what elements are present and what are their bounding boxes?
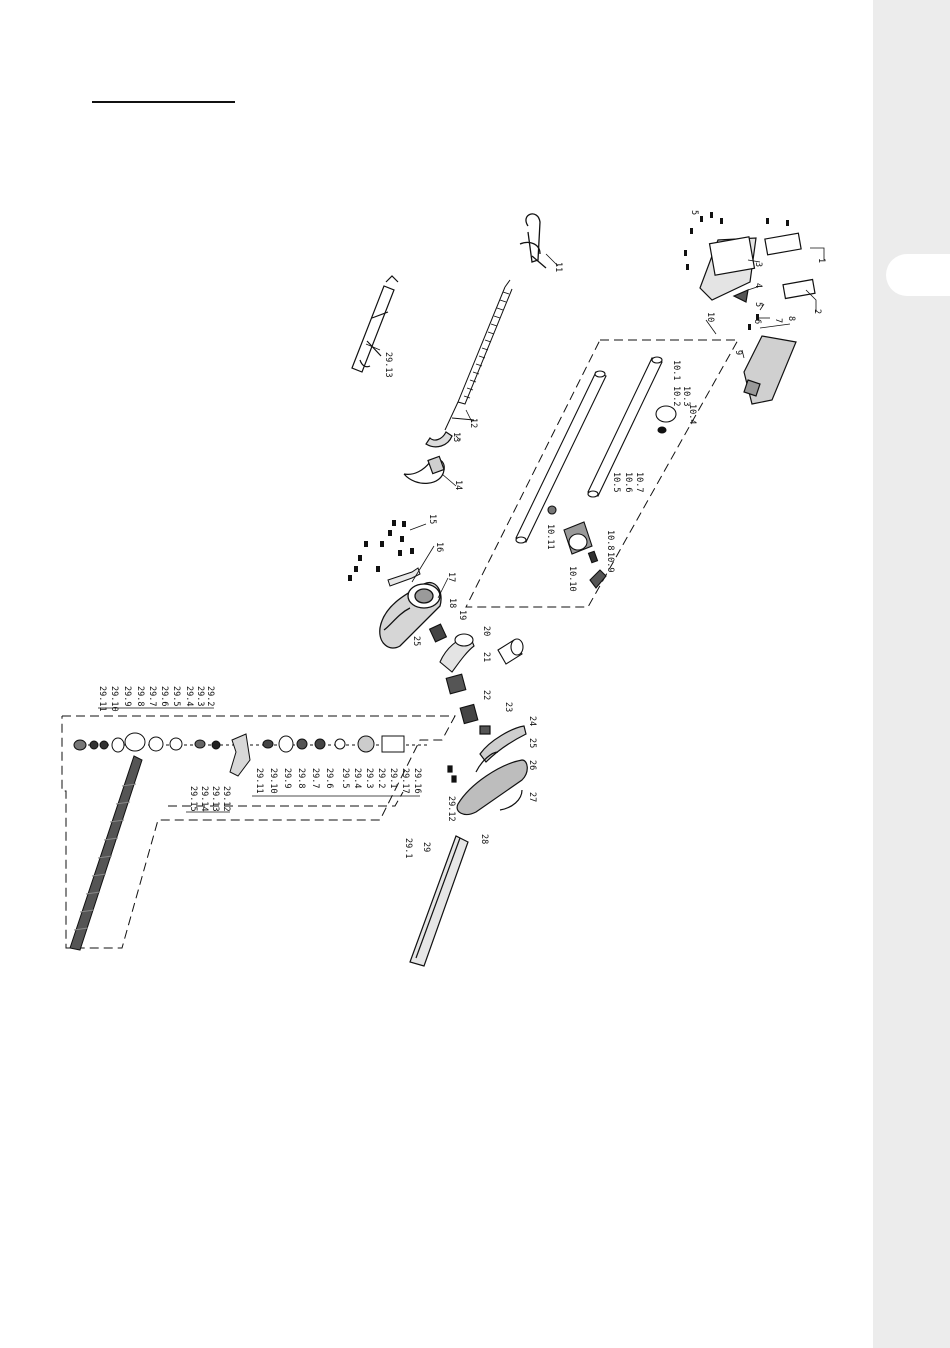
clip-parts (403, 431, 453, 484)
label-23: 23 (503, 702, 513, 712)
label-20: 20 (481, 626, 491, 636)
main-handle-part (699, 232, 816, 405)
coil-windings (463, 291, 510, 399)
label-10-7: 10.7 (634, 472, 644, 492)
label-19: 19 (457, 610, 467, 620)
label-29-4: 29.2 (376, 768, 386, 788)
label-9: 9 (733, 350, 743, 355)
label-18: 18 (447, 598, 457, 608)
label-29-11-top: 29.11 (97, 686, 107, 712)
label-8: 8 (786, 316, 796, 321)
label-29-16: 29.14 (199, 786, 209, 812)
label-4: 4 (753, 283, 763, 288)
hedge-blade-part (69, 755, 143, 951)
exploded-parts-diagram: 1 2 3 4 5 5 6 7 8 9 10 10.1 10.2 10.3 10… (61, 210, 826, 967)
label-29-10-top: 29.10 (109, 686, 119, 712)
motor-housing-part (379, 582, 442, 649)
gearbox-parts-row (73, 732, 430, 777)
label-29-3: 29.1 (388, 768, 398, 788)
label-11: 11 (553, 262, 563, 272)
label-29-6: 29.4 (352, 768, 362, 788)
label-29-15: 29.13 (210, 786, 220, 812)
label-12: 12 (468, 418, 478, 428)
part-labels: 1 2 3 4 5 5 6 7 8 9 10 10.1 10.2 10.3 10… (97, 210, 826, 858)
label-26: 26 (527, 760, 537, 770)
label-29-10: 29.8 (296, 768, 306, 788)
label-29-3-top: 29.3 (195, 686, 205, 706)
tube-assembly-outline (465, 339, 739, 608)
screws-group-top (684, 212, 789, 330)
label-29-2-top: 29.2 (205, 686, 215, 706)
label-10-6: 10.6 (623, 472, 633, 492)
label-29-9: 29.7 (310, 768, 320, 788)
trigger-bar-part (387, 567, 421, 587)
label-10-3: 10.3 (681, 386, 691, 406)
label-10-9: 10.9 (605, 552, 615, 572)
chapter-tab[interactable] (886, 254, 950, 296)
label-14: 14 (453, 480, 463, 490)
page-sidebar (873, 0, 950, 1348)
label-ticks (98, 707, 420, 813)
label-5b: 5 (689, 210, 699, 215)
label-29-13: 29.11 (254, 768, 264, 794)
label-29-6-top: 29.6 (159, 686, 169, 706)
label-16: 16 (434, 542, 444, 552)
label-10-5: 10.5 (611, 472, 621, 492)
lower-housing-parts (447, 725, 528, 816)
gear-parts (428, 623, 524, 725)
blade-cover-part (409, 835, 469, 967)
label-21: 21 (481, 652, 491, 662)
label-30: 29.13 (383, 352, 393, 378)
label-29-1: 29.16 (412, 768, 422, 794)
label-29-12: 29.10 (268, 768, 278, 794)
label-10-1: 10.1 (671, 360, 681, 380)
label-29-8: 29.6 (324, 768, 334, 788)
label-29-4-top: 29.4 (184, 686, 194, 706)
label-29-11: 29.9 (282, 768, 292, 788)
label-29-7-top: 29.7 (147, 686, 157, 706)
leader-lines (365, 247, 825, 599)
cutter-assembly-outline (61, 715, 456, 949)
label-29-17: 29.15 (188, 786, 198, 812)
label-29-14: 29.12 (221, 786, 231, 812)
title-underline (92, 101, 235, 103)
label-10: 10 (705, 312, 715, 322)
label-2: 2 (812, 309, 822, 314)
label-29-8-top: 29.8 (135, 686, 145, 706)
label-25b: 25 (411, 636, 421, 646)
label-29: 29 (421, 842, 431, 852)
tube-assembly-part (515, 356, 677, 589)
label-15: 15 (427, 514, 437, 524)
label-17: 17 (446, 572, 456, 582)
label-29-9-top: 29.9 (122, 686, 132, 706)
group-outlines (61, 339, 739, 949)
gearbox-subgroup-outline (168, 791, 404, 807)
label-10-10: 10.10 (567, 566, 577, 592)
label-29-5: 29.3 (364, 768, 374, 788)
label-10-8: 10.8 (605, 530, 615, 550)
label-10-11: 10.11 (545, 524, 555, 550)
label-15-lower: 29.12 (446, 796, 456, 822)
label-22: 22 (481, 690, 491, 700)
label-29-5-top: 29.5 (171, 686, 181, 706)
hook-part (519, 213, 547, 269)
label-28: 28 (479, 834, 489, 844)
label-29-1-bottom: 29.1 (403, 838, 413, 858)
label-25a: 25 (527, 738, 537, 748)
label-10-2: 10.2 (671, 386, 681, 406)
label-27: 27 (527, 792, 537, 802)
coil-cable-part (444, 279, 513, 431)
screws-group-15 (348, 520, 414, 581)
label-29-2: 29.17 (400, 768, 410, 794)
label-24: 24 (527, 716, 537, 726)
label-6: 6 (752, 319, 762, 324)
label-1: 1 (816, 258, 826, 263)
label-5a: 5 (753, 302, 763, 307)
label-7: 7 (773, 318, 783, 323)
label-29-7: 29.5 (340, 768, 350, 788)
label-10-4: 10.4 (687, 404, 697, 424)
label-13: 13 (451, 432, 461, 442)
label-3: 3 (753, 262, 763, 267)
pole-handle-part (351, 275, 399, 373)
